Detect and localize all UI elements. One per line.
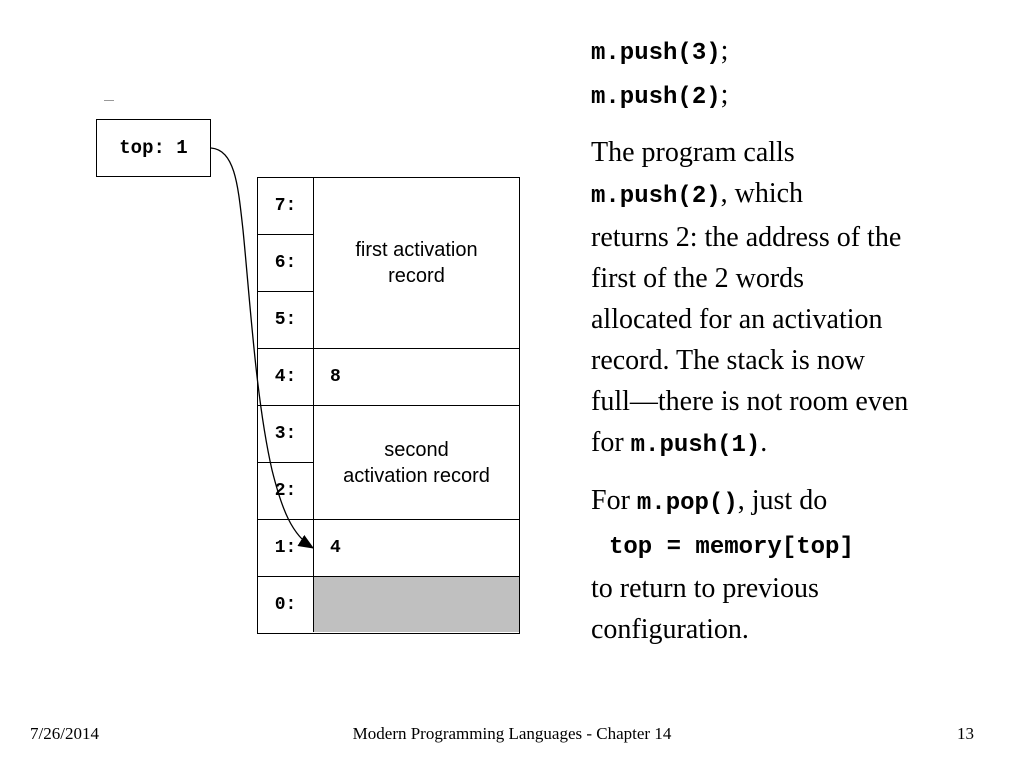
footer-date: 7/26/2014 (30, 724, 99, 743)
top-register-label: top: 1 (119, 137, 188, 159)
memory-addr-7: 7: (258, 178, 314, 235)
second-record-label-line2: activation record (343, 464, 490, 487)
memory-addr-4: 4: (258, 349, 314, 406)
decorative-dash (104, 100, 114, 101)
memory-addr-1: 1: (258, 520, 314, 577)
memory-addr-2: 2: (258, 463, 314, 520)
second-record-label-line1: second (384, 438, 449, 461)
memory-addr-3: 3: (258, 406, 314, 463)
memory-value-4: 8 (314, 349, 519, 406)
first-activation-record: first activation record (314, 178, 519, 349)
explanation-text: m.push(3); m.push(2); The program calls … (591, 30, 991, 650)
footer-title: Modern Programming Languages - Chapter 1… (352, 724, 672, 743)
second-activation-record: second activation record (314, 406, 519, 520)
paragraph-push-explanation: The program calls m.push(2), which retur… (591, 137, 909, 459)
top-register: top: 1 (96, 119, 211, 177)
memory-addr-6: 6: (258, 235, 314, 292)
memory-value-1: 4 (314, 520, 519, 577)
memory-table: 7: 6: 5: 4: 3: 2: 1: 0: first activation… (257, 177, 520, 634)
footer-page-number: 13 (957, 724, 974, 743)
paragraph-pop-explanation: For m.pop(), just do top = memory[top] t… (591, 485, 854, 645)
code-line-push2: m.push(2); (591, 79, 729, 111)
memory-addr-0: 0: (258, 577, 314, 632)
first-record-label-line2: record (388, 265, 445, 287)
memory-addr-5: 5: (258, 292, 314, 349)
first-record-label-line1: first activation (355, 239, 478, 261)
code-line-push3: m.push(3); (591, 35, 729, 67)
memory-cell-0-filled (314, 577, 519, 632)
